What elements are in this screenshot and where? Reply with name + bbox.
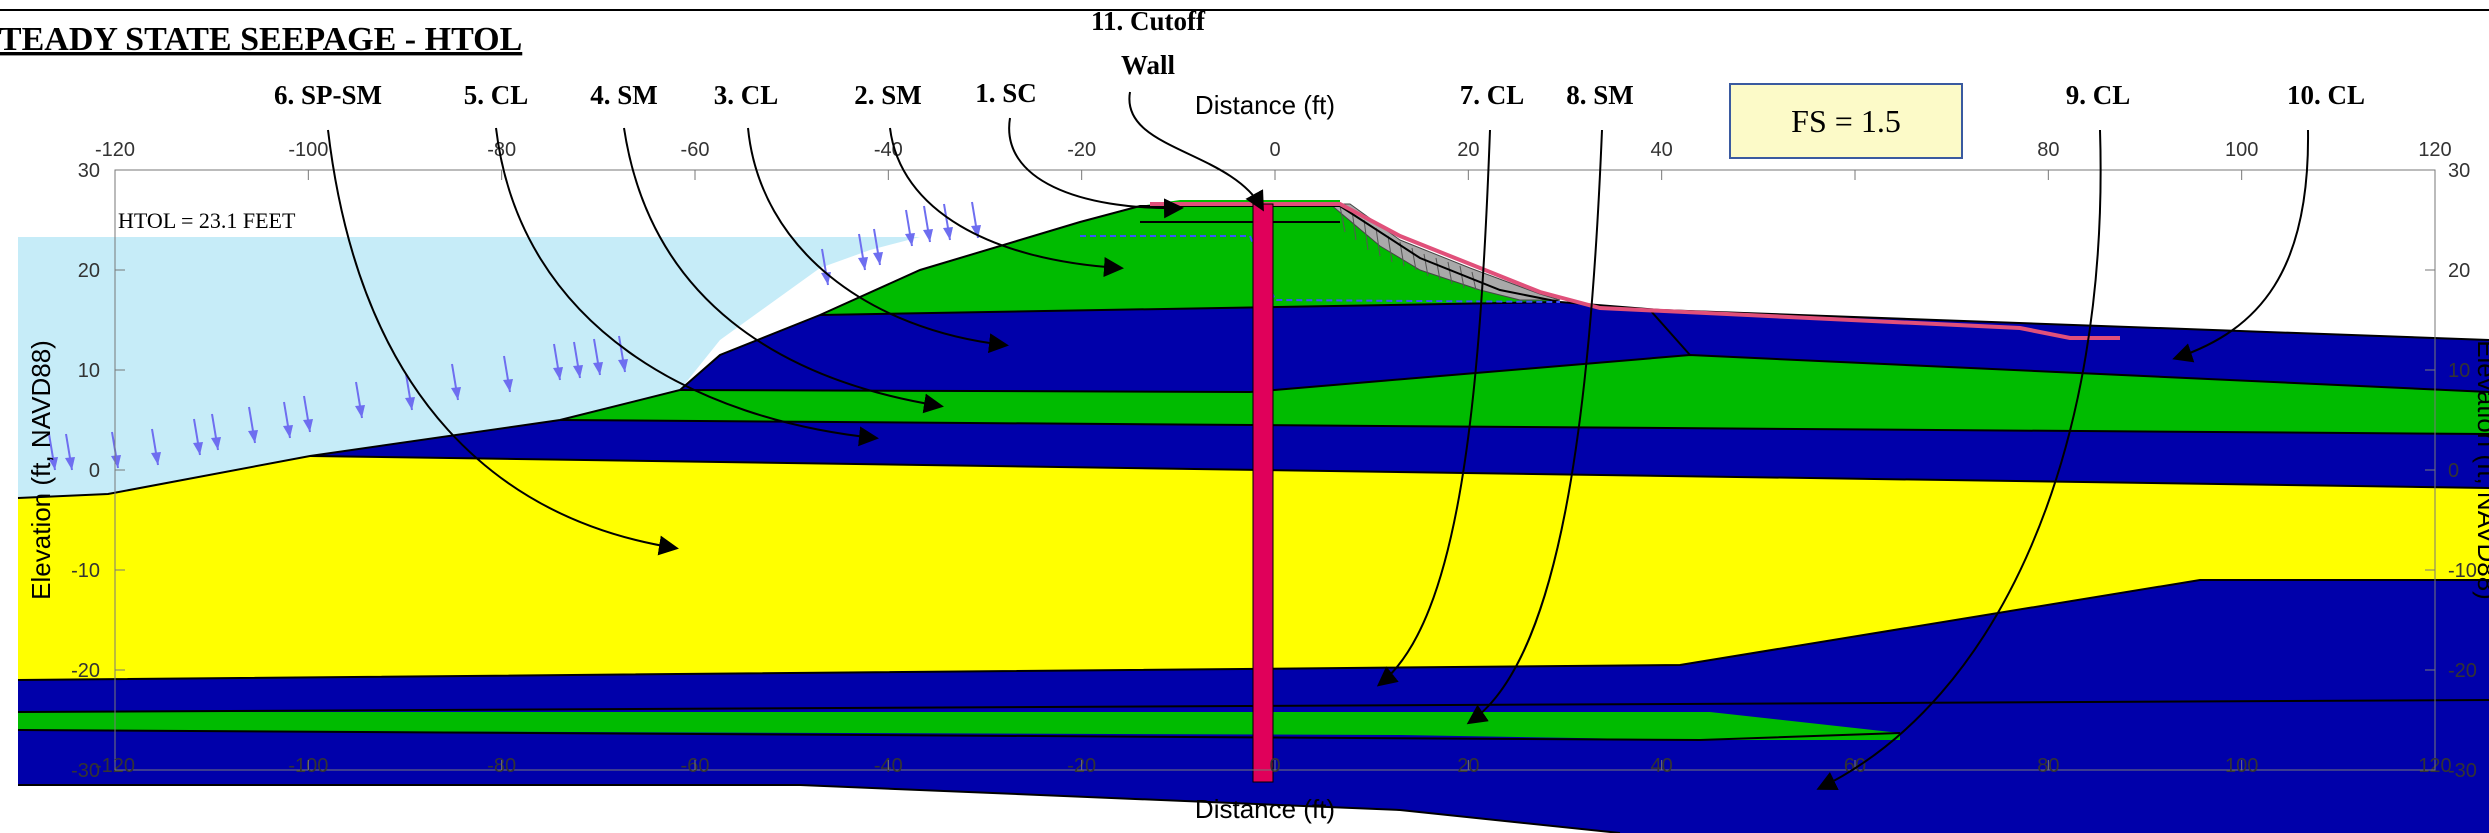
y-tick-label-right: -10 xyxy=(2448,560,2477,582)
seepage-arrow-head xyxy=(248,430,258,443)
seepage-arrow-head xyxy=(618,359,628,372)
label-2-sm: 2. SM xyxy=(854,80,922,110)
x-tick-label-top: 80 xyxy=(2037,139,2059,161)
layer-boundaries xyxy=(17,205,2489,833)
seepage-arrow-head xyxy=(111,455,121,468)
label-7-cl: 7. CL xyxy=(1460,80,1525,110)
label-6-sp-sm: 6. SP-SM xyxy=(274,80,382,110)
seepage-arrow-head xyxy=(65,457,75,470)
x-tick-label-top: -120 xyxy=(95,139,135,161)
label-9-cl: 9. CL xyxy=(2066,80,2131,110)
seepage-arrow-head xyxy=(405,397,415,410)
leader-9 xyxy=(1816,129,2102,790)
water-area xyxy=(18,237,1150,498)
layer-8-sm xyxy=(18,712,1900,740)
page-title: STEADY STATE SEEPAGE - HTOL xyxy=(0,21,522,58)
seepage-arrow-head xyxy=(211,437,221,450)
leader-lines xyxy=(327,91,2310,790)
leader-6 xyxy=(327,129,679,556)
leader-5 xyxy=(495,127,879,447)
leader-7 xyxy=(1376,129,1491,687)
y-tick-label-right: 0 xyxy=(2448,460,2459,482)
seepage-arrow-head xyxy=(503,379,513,392)
label-11-cutoff-line1: 11. Cutoff xyxy=(1091,6,1206,36)
leader-1 xyxy=(1008,117,1184,219)
x-tick-label-top: -40 xyxy=(874,139,903,161)
leader-2 xyxy=(889,127,1124,277)
layer-4-sm xyxy=(560,355,2489,434)
y-ticks-left: 30 20 10 0 -10 -20 -30 xyxy=(71,160,125,782)
x-tick-label-top: 120 xyxy=(2418,139,2451,161)
seepage-arrow-head xyxy=(905,233,915,246)
y-tick-label-left: 20 xyxy=(78,260,100,282)
y-tick-label-left: 0 xyxy=(89,460,100,482)
leader-8 xyxy=(1466,129,1603,725)
y-tick-label-left: 30 xyxy=(78,160,100,182)
fs-box xyxy=(1729,83,1963,159)
seepage-arrow-head xyxy=(553,367,563,380)
label-10-cl: 10. CL xyxy=(2287,80,2365,110)
x-tick-label-top: 100 xyxy=(2225,139,2258,161)
seepage-arrow-head xyxy=(48,457,58,470)
material-labels: 1. SC 2. SM 3. CL 4. SM 5. CL 6. SP-SM 7… xyxy=(274,6,2365,110)
seepage-arrow-head xyxy=(923,229,933,242)
x-tick-label-top: -100 xyxy=(288,139,328,161)
failure-surface xyxy=(1150,202,2120,340)
y-ticks-right: 30 20 10 0 -10 -20 -30 xyxy=(2425,160,2477,782)
seepage-arrow-head xyxy=(451,387,461,400)
y-tick-label-right: 30 xyxy=(2448,160,2470,182)
y-tick-label-right: -30 xyxy=(2448,760,2477,782)
seepage-arrow-head xyxy=(355,405,365,418)
y-tick-label-left: -10 xyxy=(71,560,100,582)
seepage-arrow-head xyxy=(303,419,313,432)
layer-7-cl xyxy=(18,580,2489,712)
x-tick-label-top: 20 xyxy=(1457,139,1479,161)
label-11-cutoff-line2: Wall xyxy=(1121,50,1176,80)
x-tick-label-top: -20 xyxy=(1067,139,1096,161)
layer-5-cl xyxy=(310,420,2489,488)
x-tick-label-top: 0 xyxy=(1269,139,1280,161)
seepage-arrow-head xyxy=(593,362,603,375)
x-tick-label-top: -80 xyxy=(487,139,516,161)
leader-4 xyxy=(623,127,944,414)
label-8-sm: 8. SM xyxy=(1566,80,1634,110)
y-axis-label-right: Elevation (ft, NAVD88) xyxy=(2472,340,2489,600)
label-4-sm: 4. SM xyxy=(590,80,658,110)
leader-3 xyxy=(747,127,1009,354)
fs-label: FS = 1.5 xyxy=(1791,103,1901,139)
y-tick-label-left: -20 xyxy=(71,660,100,682)
y-tick-label-left: 10 xyxy=(78,360,100,382)
seepage-arrow-head xyxy=(873,252,883,265)
leader-10 xyxy=(2172,129,2310,363)
y-tick-label-right: -20 xyxy=(2448,660,2477,682)
x-axis-label-bottom: Distance (ft) xyxy=(1195,794,1335,824)
htol-label: HTOL = 23.1 FEET xyxy=(118,208,296,233)
x-axis-label-top: Distance (ft) xyxy=(1195,90,1335,120)
y-axis-label-left: Elevation (ft, NAVD88) xyxy=(26,340,56,600)
seepage-arrow-head xyxy=(573,365,583,378)
x-tick-label-top: -60 xyxy=(681,139,710,161)
slip-hatching xyxy=(1339,205,1477,291)
cutoff-wall xyxy=(1252,203,1274,783)
seepage-arrow-head xyxy=(193,442,203,455)
seepage-arrow-head xyxy=(858,257,868,270)
seepage-arrow-head xyxy=(283,425,293,438)
seepage-arrows xyxy=(48,201,981,471)
y-tick-label-left: -30 xyxy=(71,760,100,782)
seepage-arrow-head xyxy=(151,452,161,465)
leader-11 xyxy=(1128,91,1264,212)
label-1-sc: 1. SC xyxy=(975,78,1037,108)
label-5-cl: 5. CL xyxy=(464,80,529,110)
seepage-arrow-head xyxy=(943,227,953,240)
x-tick-label-top: 40 xyxy=(1651,139,1673,161)
y-tick-label-right: 10 xyxy=(2448,360,2470,382)
label-3-cl: 3. CL xyxy=(714,80,779,110)
y-tick-label-right: 20 xyxy=(2448,260,2470,282)
